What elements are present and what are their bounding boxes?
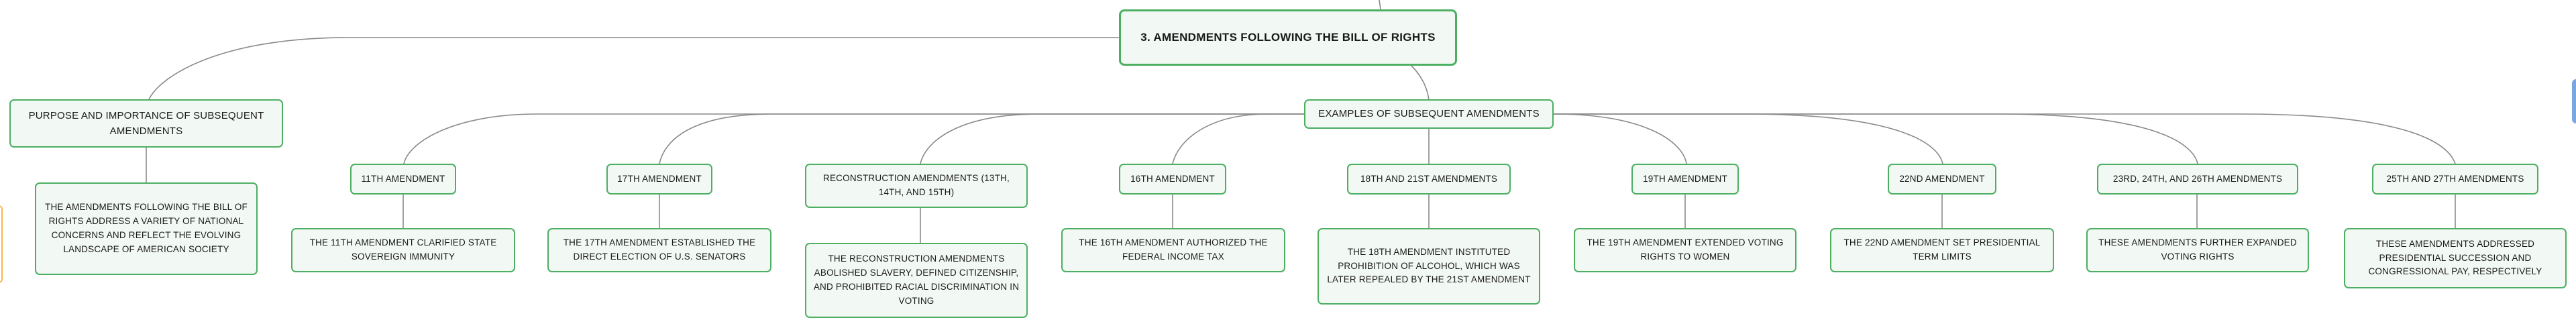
connector-examples-item-4 bbox=[1172, 113, 1304, 164]
item-title-25th-27th-amendments[interactable]: 25TH AND 27TH AMENDMENTS bbox=[2372, 164, 2538, 195]
item-detail-25th-27th-amendments[interactable]: THESE AMENDMENTS ADDRESSED PRESIDENTIAL … bbox=[2344, 228, 2567, 288]
item-title-19th-amendment[interactable]: 19TH AMENDMENT bbox=[1631, 164, 1739, 195]
item-title-11th-amendment[interactable]: 11TH AMENDMENT bbox=[350, 164, 456, 195]
connector-examples-item-1 bbox=[403, 113, 1304, 164]
connector-examples-item-8 bbox=[1554, 113, 2198, 164]
item-detail-17th-amendment[interactable]: THE 17TH AMENDMENT ESTABLISHED THE DIREC… bbox=[547, 228, 771, 272]
purpose-detail-node[interactable]: THE AMENDMENTS FOLLOWING THE BILL OF RIG… bbox=[35, 182, 258, 275]
item-detail-23rd-24th-26th-amendments[interactable]: THESE AMENDMENTS FURTHER EXPANDED VOTING… bbox=[2086, 228, 2309, 272]
connector-root-purpose bbox=[148, 37, 1119, 100]
item-detail-18th-21st-amendments[interactable]: THE 18TH AMENDMENT INSTITUTED PROHIBITIO… bbox=[1318, 228, 1540, 305]
connector-examples-item-2 bbox=[659, 113, 1304, 164]
item-detail-22nd-amendment[interactable]: THE 22ND AMENDMENT SET PRESIDENTIAL TERM… bbox=[1830, 228, 2054, 272]
offscreen-node-edge-right bbox=[2572, 79, 2576, 123]
item-title-17th-amendment[interactable]: 17TH AMENDMENT bbox=[606, 164, 712, 195]
connector-examples-item-9 bbox=[1554, 113, 2456, 164]
item-title-16th-amendment[interactable]: 16TH AMENDMENT bbox=[1119, 164, 1226, 195]
item-title-22nd-amendment[interactable]: 22ND AMENDMENT bbox=[1888, 164, 1996, 195]
connector-examples-item-3 bbox=[920, 113, 1304, 164]
connector-root-parent bbox=[1379, 0, 1381, 10]
item-title-reconstruction-amendments[interactable]: RECONSTRUCTION AMENDMENTS (13TH, 14TH, A… bbox=[805, 164, 1028, 208]
item-title-23rd-24th-26th-amendments[interactable]: 23RD, 24TH, AND 26TH AMENDMENTS bbox=[2097, 164, 2298, 195]
connector-examples-item-6 bbox=[1553, 113, 1687, 164]
item-detail-reconstruction-amendments[interactable]: THE RECONSTRUCTION AMENDMENTS ABOLISHED … bbox=[805, 243, 1028, 318]
item-detail-16th-amendment[interactable]: THE 16TH AMENDMENT AUTHORIZED THE FEDERA… bbox=[1061, 228, 1285, 272]
item-title-18th-21st-amendments[interactable]: 18TH AND 21ST AMENDMENTS bbox=[1347, 164, 1511, 195]
connector-root-examples bbox=[1411, 65, 1430, 101]
offscreen-node-edge-left bbox=[0, 205, 3, 283]
item-detail-11th-amendment[interactable]: THE 11TH AMENDMENT CLARIFIED STATE SOVER… bbox=[291, 228, 515, 272]
examples-node[interactable]: EXAMPLES OF SUBSEQUENT AMENDMENTS bbox=[1304, 99, 1554, 129]
connector-examples-item-7 bbox=[1554, 113, 1943, 164]
item-detail-19th-amendment[interactable]: THE 19TH AMENDMENT EXTENDED VOTING RIGHT… bbox=[1574, 228, 1796, 272]
root-node[interactable]: 3. AMENDMENTS FOLLOWING THE BILL OF RIGH… bbox=[1119, 9, 1457, 66]
purpose-node[interactable]: PURPOSE AND IMPORTANCE OF SUBSEQUENT AME… bbox=[9, 99, 283, 148]
